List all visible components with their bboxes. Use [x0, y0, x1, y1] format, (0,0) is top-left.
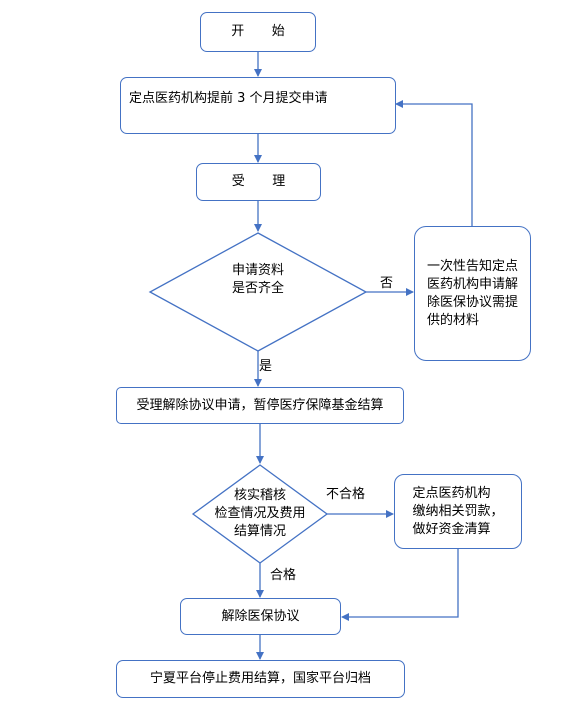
release-node: 解除医保协议: [180, 598, 341, 635]
arrow-notify-back-to-apply: [395, 100, 473, 226]
start-label: 开 始: [231, 24, 297, 39]
notify-label: 一次性告知定点 医药机构申请解 除医保协议需提 供的材料: [426, 258, 518, 328]
edge-label-yes: 是: [259, 359, 273, 374]
notify-node: 一次性告知定点 医药机构申请解 除医保协议需提 供的材料: [414, 226, 531, 361]
final-node: 宁夏平台停止费用结算，国家平台归档: [116, 660, 405, 698]
accept-label: 受 理: [231, 174, 297, 189]
apply-label: 定点医药机构提前 3 个月提交申请: [129, 91, 328, 106]
edge-label-pass: 合格: [270, 568, 297, 583]
apply-node: 定点医药机构提前 3 个月提交申请: [120, 77, 396, 134]
accept-node: 受 理: [196, 163, 321, 201]
edge-label-no: 否: [380, 276, 394, 291]
edge-label-fail: 不合格: [326, 487, 366, 502]
accept-release-label: 受理解除协议申请，暂停医疗保障基金结算: [136, 397, 384, 413]
arrow-penalty-to-release: [341, 549, 459, 621]
penalty-label: 定点医药机构 缴纳相关罚款， 做好资金清算: [412, 485, 504, 537]
accept-release-node: 受理解除协议申请，暂停医疗保障基金结算: [116, 387, 404, 424]
start-node: 开 始: [200, 12, 316, 52]
final-label: 宁夏平台停止费用结算，国家平台归档: [149, 671, 371, 686]
release-label: 解除医保协议: [221, 608, 300, 624]
penalty-node: 定点医药机构 缴纳相关罚款， 做好资金清算: [394, 474, 522, 549]
decision-verify-label: 核实稽核 检查情况及费用 结算情况: [214, 488, 306, 539]
decision-docs-label: 申请资料 是否齐全: [231, 263, 284, 296]
